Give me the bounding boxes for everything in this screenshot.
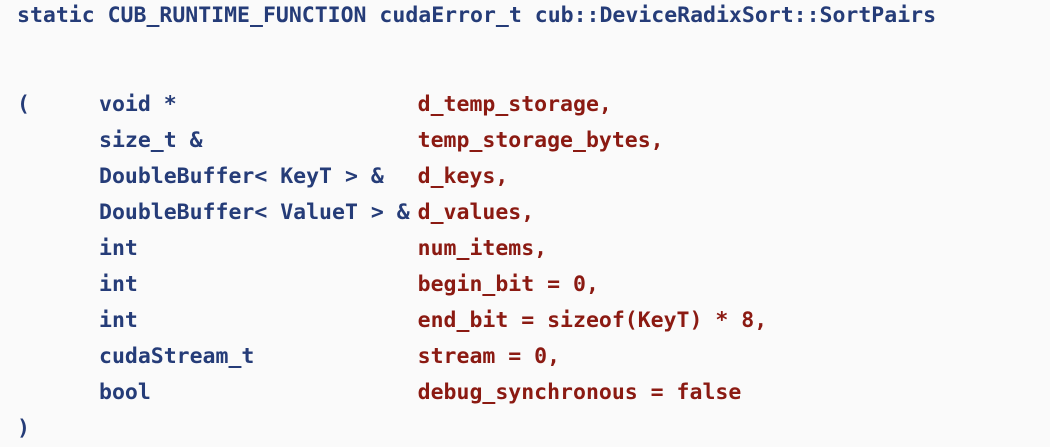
parameter-row: cudaStream_t stream = 0, [0,339,767,375]
paren-spacer [0,159,99,195]
parameter-name: temp_storage_bytes, [417,128,664,153]
paren-spacer [0,267,99,303]
parameter-name: d_values, [417,200,535,225]
parameter-name: stream = 0, [417,344,561,369]
parameter-row: int num_items, [0,231,767,267]
parameter-type: int [99,308,410,333]
parameter-row: DoubleBuffer< ValueT > & d_values, [0,195,767,231]
parameter-type: int [99,272,410,297]
parameter-type: size_t & [99,128,410,153]
parameter-type: DoubleBuffer< ValueT > & [99,200,410,225]
close-paren: ) [17,416,30,441]
parameter-name: end_bit = sizeof(KeyT) * 8, [417,308,768,333]
close-paren-row: ) [0,411,767,447]
parameter-name: num_items, [417,236,548,261]
paren-spacer [0,339,99,375]
parameter-type: void * [99,92,410,117]
parameter-row: int begin_bit = 0, [0,267,767,303]
parameter-row: DoubleBuffer< KeyT > & d_keys, [0,159,767,195]
parameter-type: cudaStream_t [99,344,410,369]
parameter-name: d_temp_storage, [417,92,612,117]
paren-spacer [0,195,99,231]
function-signature-title: static CUB_RUNTIME_FUNCTION cudaError_t … [17,3,937,28]
parameter-type: bool [99,380,410,405]
parameter-row: bool debug_synchronous = false [0,375,767,411]
paren-spacer [0,303,99,339]
parameter-type: int [99,236,410,261]
parameter-name: begin_bit = 0, [417,272,599,297]
parameter-table-body: ( void * d_temp_storage, size_t & temp_sto… [0,87,767,447]
open-paren: ( [17,92,30,117]
parameter-table: ( void * d_temp_storage, size_t & temp_sto… [0,87,767,447]
paren-spacer [0,123,99,159]
paren-spacer [0,375,99,411]
parameter-row: size_t & temp_storage_bytes, [0,123,767,159]
paren-spacer [0,231,99,267]
parameter-type: DoubleBuffer< KeyT > & [99,164,410,189]
parameter-name: debug_synchronous = false [417,380,742,405]
close-row-spacer-type [99,411,410,447]
close-row-spacer-name [410,411,768,447]
parameter-name: d_keys, [417,164,509,189]
parameter-row: ( void * d_temp_storage, [0,87,767,123]
parameter-row: int end_bit = sizeof(KeyT) * 8, [0,303,767,339]
